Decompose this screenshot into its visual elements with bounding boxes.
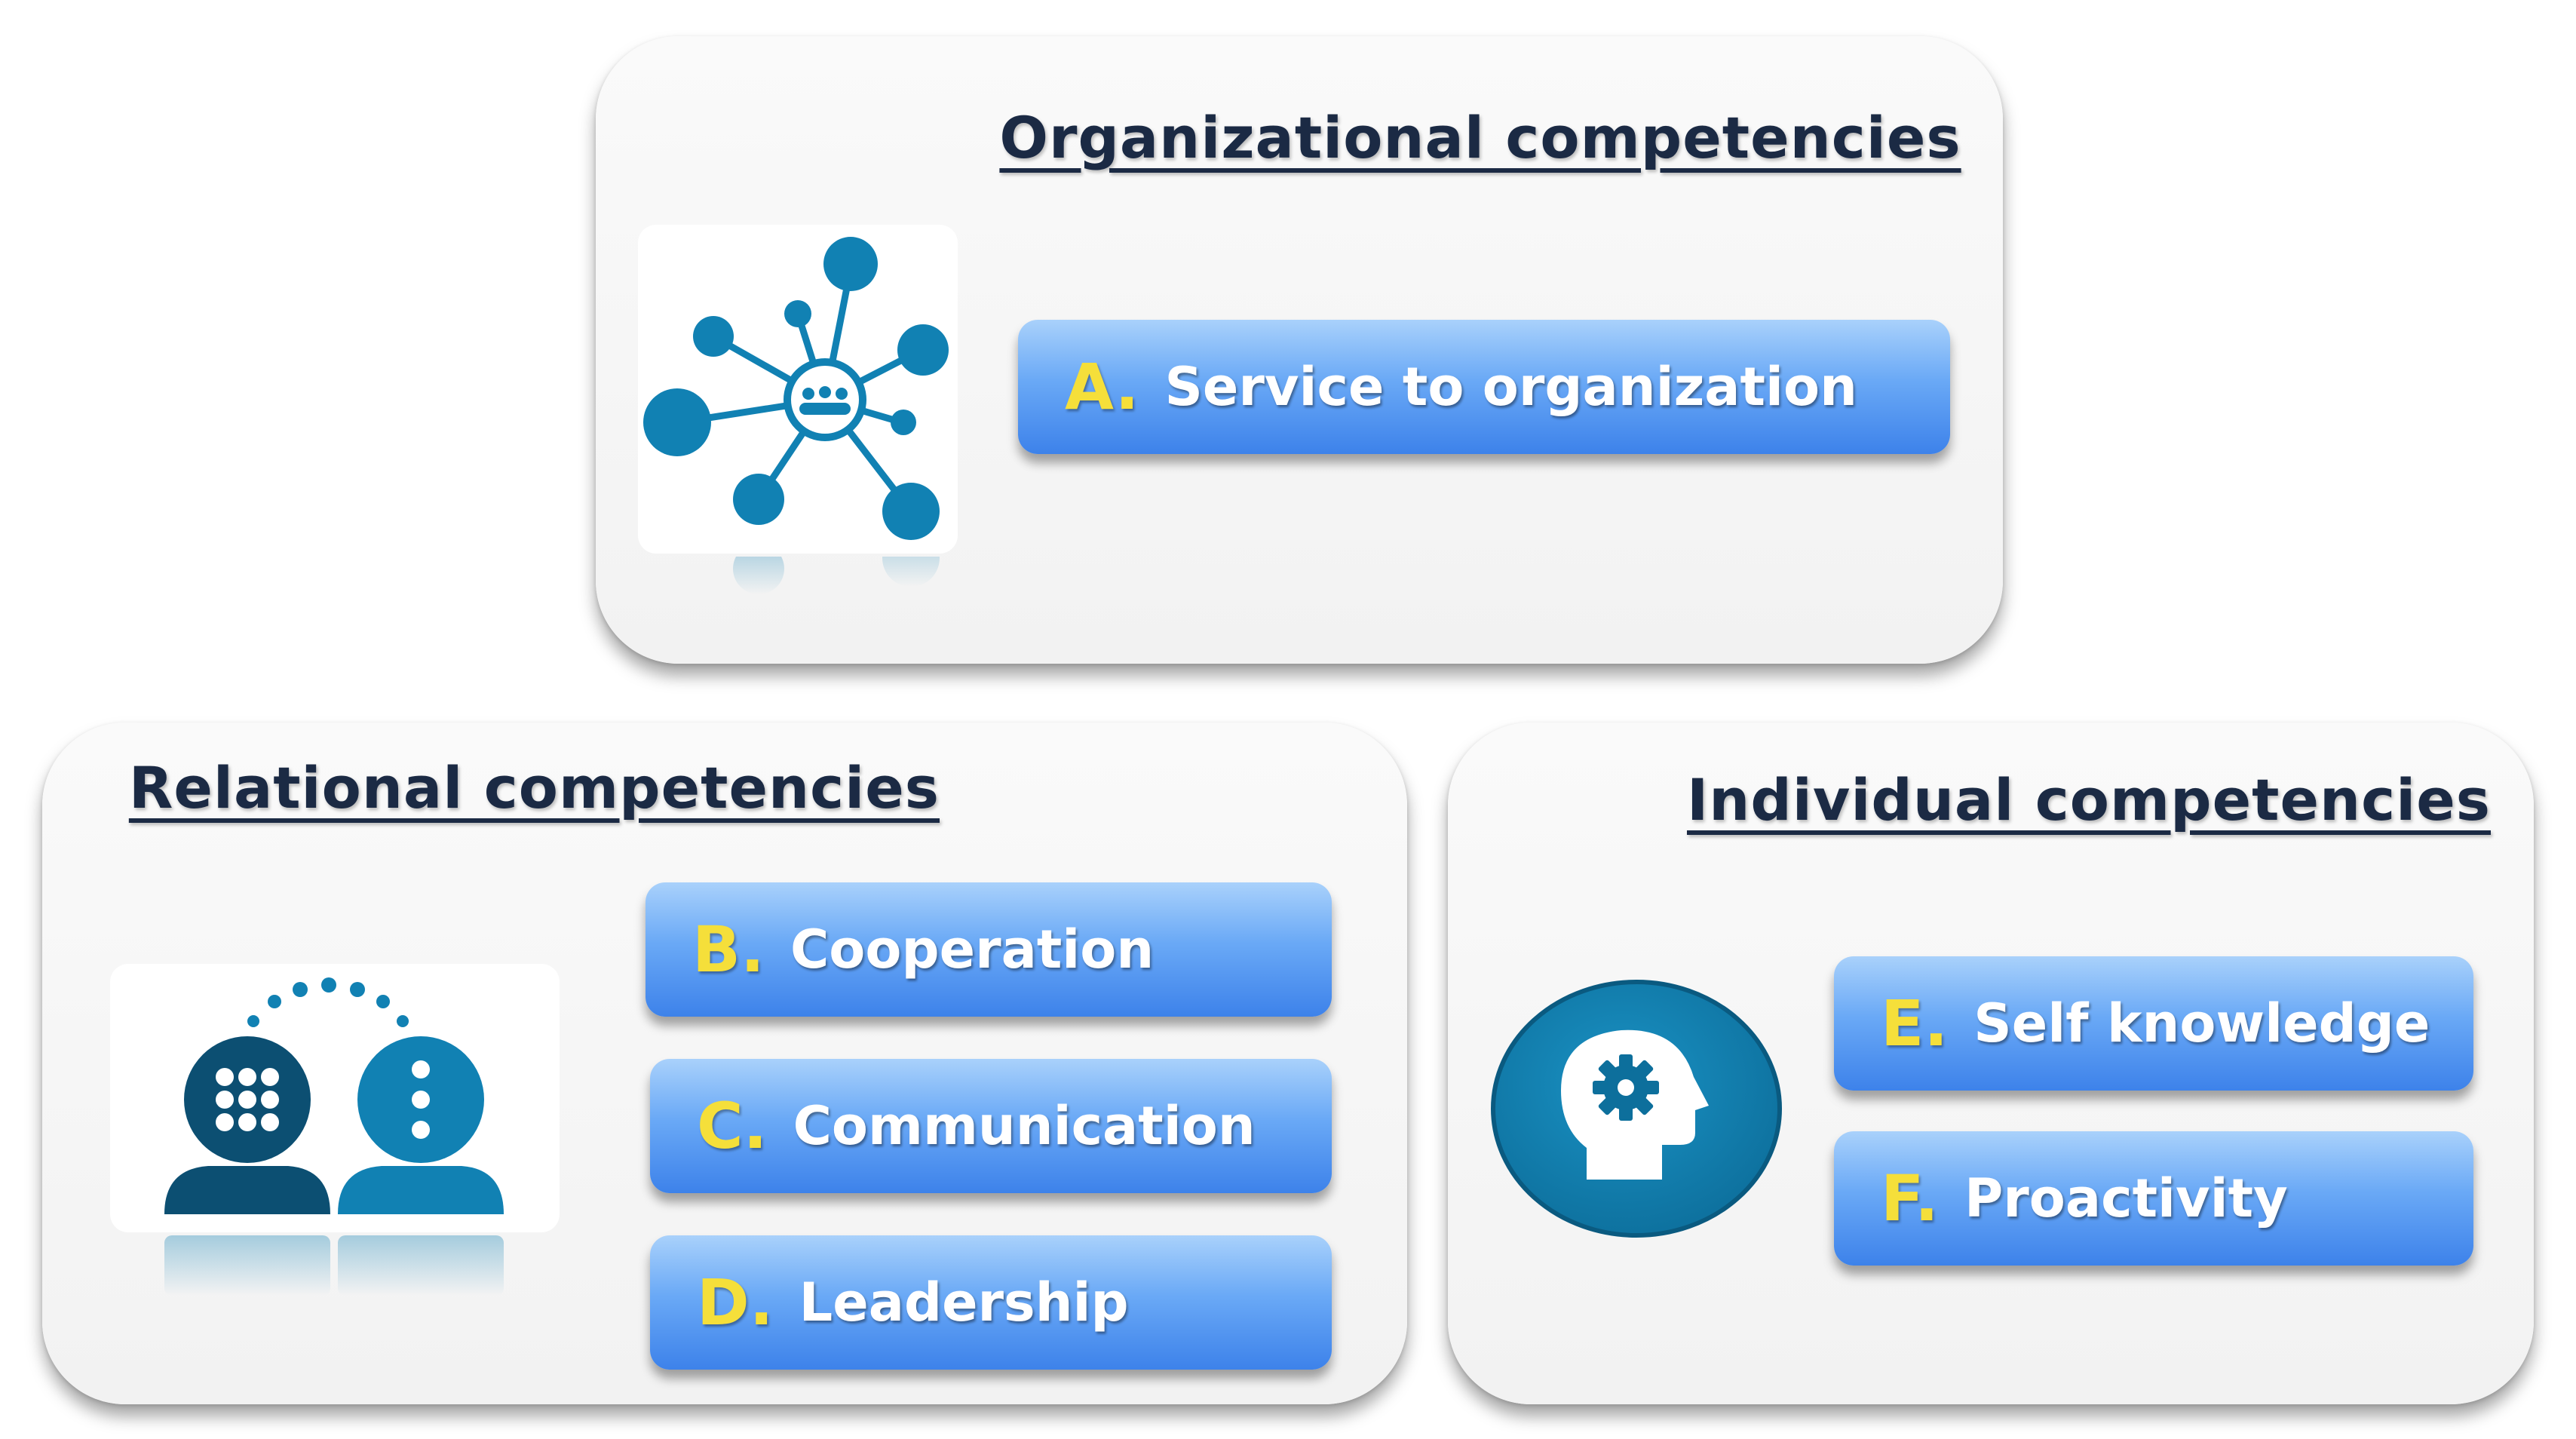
item-label: Self knowledge xyxy=(1973,993,2430,1054)
item-letter: E. xyxy=(1881,986,1949,1060)
proactivity-pill: F. Proactivity xyxy=(1834,1131,2473,1266)
individual-competencies-title: Individual competencies xyxy=(1687,766,2491,833)
self-knowledge-pill: E. Self knowledge xyxy=(1834,956,2473,1091)
service-to-organization-pill: A. Service to organization xyxy=(1018,320,1950,454)
leadership-pill: D. Leadership xyxy=(650,1235,1332,1370)
network-icon-reflection xyxy=(638,529,958,624)
cooperation-pill: B. Cooperation xyxy=(646,882,1332,1017)
people-talking-icon xyxy=(110,964,560,1232)
head-gear-icon xyxy=(1489,977,1784,1240)
item-label: Cooperation xyxy=(790,919,1155,980)
item-letter: C. xyxy=(697,1089,768,1163)
item-label: Leadership xyxy=(799,1272,1129,1333)
item-label: Service to organization xyxy=(1164,356,1857,418)
organizational-competencies-panel: Organizational competencies xyxy=(596,36,2003,664)
relational-competencies-title: Relational competencies xyxy=(128,754,940,821)
organizational-competencies-title: Organizational competencies xyxy=(999,104,1961,171)
communication-pill: C. Communication xyxy=(650,1059,1332,1193)
relational-competencies-panel: Relational competencies xyxy=(42,723,1407,1404)
item-letter: D. xyxy=(697,1266,774,1339)
item-label: Proactivity xyxy=(1964,1167,2288,1229)
item-letter: A. xyxy=(1065,350,1139,424)
network-icon xyxy=(638,225,958,554)
individual-competencies-panel: Individual competencies xyxy=(1448,723,2534,1404)
item-letter: F. xyxy=(1881,1161,1939,1235)
item-label: Communication xyxy=(793,1095,1256,1157)
item-letter: B. xyxy=(692,913,765,986)
people-icon-reflection xyxy=(110,1235,560,1303)
